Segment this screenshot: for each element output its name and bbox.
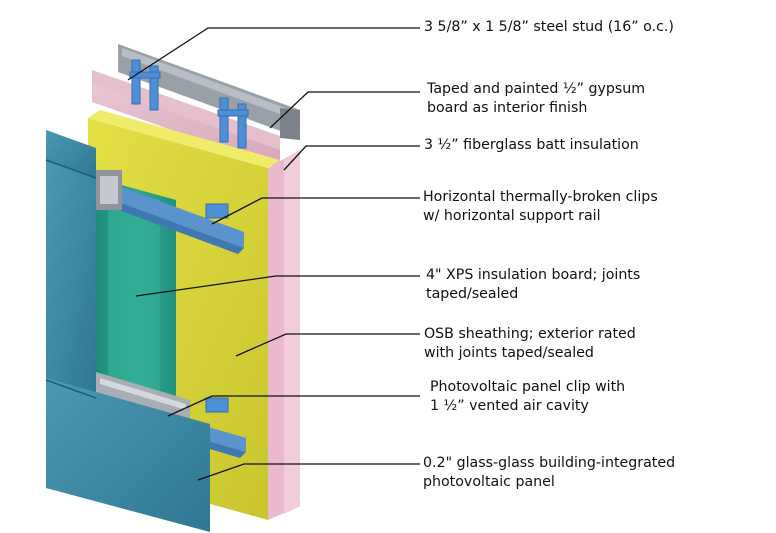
label-gypsum-board: Taped and painted ½” gypsum board as int… [427, 81, 646, 116]
label-batt-insulation: 3 ½” fiberglass batt insulation [424, 137, 639, 153]
leader-pvclip [167, 395, 420, 417]
leader-stud [127, 27, 420, 81]
label-osb-sheathing: OSB sheathing; exterior rated with joint… [424, 326, 636, 361]
leader-xps [135, 275, 420, 297]
leader-lines [127, 27, 420, 481]
support-rail-upper [92, 170, 244, 254]
label-steel-stud: 3 5/8” x 1 5/8” steel stud (16” o.c.) [424, 19, 674, 35]
leader-osb [235, 333, 420, 357]
leader-clips [211, 197, 420, 225]
label-pv-clip: Photovoltaic panel clip with 1 ½” vented… [430, 379, 626, 414]
pv-panels [45, 130, 210, 532]
leader-batt [283, 145, 420, 171]
label-clips-rail: Horizontal thermally-broken clips w/ hor… [423, 189, 658, 224]
label-xps-board: 4" XPS insulation board; joints taped/se… [426, 267, 641, 302]
leader-gypsum [269, 91, 420, 129]
steel-stud [129, 59, 249, 149]
xps-insulation-layer [96, 178, 176, 420]
label-bipv-panel: 0.2" glass-glass building-integrated pho… [423, 455, 676, 490]
steel-stud-layer [118, 44, 300, 140]
leader-bipv [197, 463, 420, 481]
